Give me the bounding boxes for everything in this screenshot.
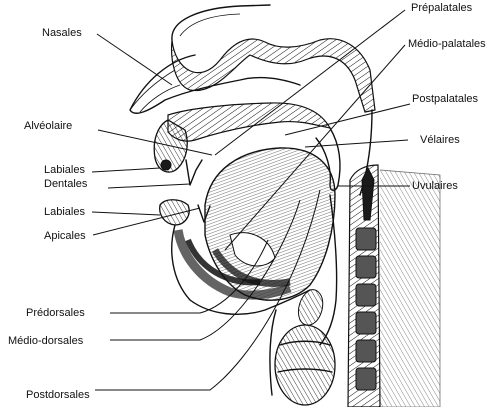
label-alveolaire: Alvéolaire xyxy=(24,120,72,132)
leader-labiales-bottom xyxy=(92,212,160,215)
label-medio-palatales: Médio-palatales xyxy=(408,38,486,50)
lower-lip xyxy=(160,200,210,225)
label-labiales-bottom: Labiales xyxy=(44,206,85,218)
label-medio-dorsales: Médio-dorsales xyxy=(8,335,84,347)
leader-dentales xyxy=(108,184,190,188)
upper-incisor xyxy=(186,160,202,185)
label-labiales-top: Labiales xyxy=(44,164,85,176)
larynx xyxy=(275,325,335,405)
label-uvulaires: Uvulaires xyxy=(412,180,458,192)
tongue xyxy=(205,148,335,300)
leader-labiales-top xyxy=(92,168,160,172)
cervical-spine xyxy=(348,165,440,407)
leader-prepalatales xyxy=(215,10,405,155)
label-velaires: Vélaires xyxy=(420,134,460,146)
label-postdorsales: Postdorsales xyxy=(26,389,90,401)
label-nasales: Nasales xyxy=(42,27,82,39)
label-dentales: Dentales xyxy=(44,178,88,190)
label-postpalatales: Postpalatales xyxy=(412,93,479,105)
nasal-cavity xyxy=(130,5,375,113)
hard-palate xyxy=(168,103,330,141)
label-prepalatales: Prépalatales xyxy=(411,2,473,14)
leader-nasales xyxy=(97,34,172,85)
label-apicales: Apicales xyxy=(44,230,86,242)
label-predorsales: Prédorsales xyxy=(26,307,85,319)
